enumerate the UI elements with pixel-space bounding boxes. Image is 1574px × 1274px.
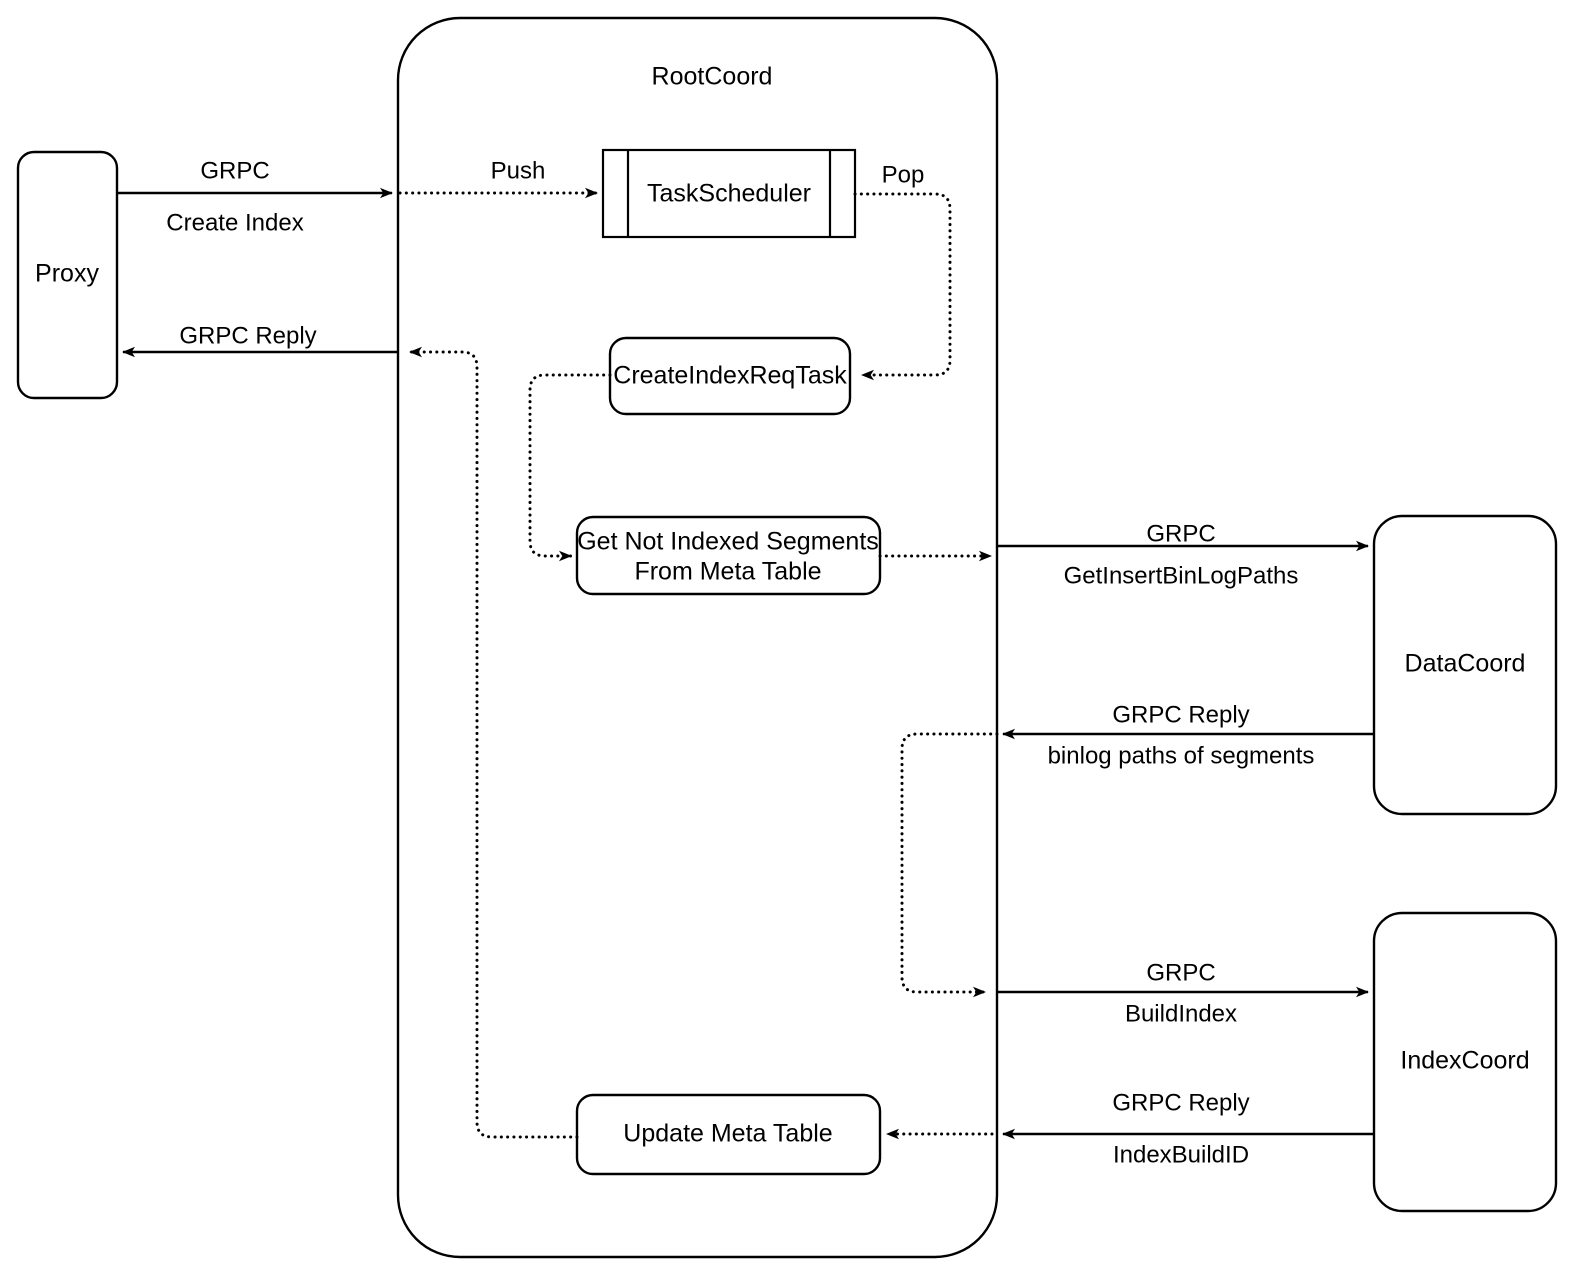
edge-getsegments-to-datacoord-label-bottom: GetInsertBinLogPaths — [1064, 562, 1299, 589]
edge-datacoord-to-rootcoord-label-bottom: binlog paths of segments — [1048, 742, 1315, 769]
edge-rootcoord-to-indexcoord-label-top: GRPC — [1146, 959, 1215, 986]
node-get-not-indexed-segments[interactable]: Get Not Indexed Segments From Meta Table — [575, 515, 882, 596]
rootcoord-title: RootCoord — [652, 63, 773, 91]
create-index-req-task-label: CreateIndexReqTask — [613, 362, 847, 390]
edge-push-label: Push — [491, 157, 546, 184]
datacoord-box[interactable] — [1372, 514, 1558, 816]
node-indexcoord[interactable]: IndexCoord — [1372, 911, 1558, 1213]
update-meta-table-label: Update Meta Table — [623, 1120, 832, 1148]
edge-proxy-to-rootcoord-label-top: GRPC — [200, 157, 269, 184]
node-proxy[interactable]: Proxy — [16, 150, 119, 400]
rootcoord-boundary — [396, 16, 999, 1259]
edge-rootcoord-to-indexcoord: GRPC BuildIndex — [997, 959, 1369, 1027]
edge-indexcoord-to-updatemeta-label-top: GRPC Reply — [1112, 1089, 1249, 1116]
edge-pop-label: Pop — [882, 161, 925, 188]
proxy-label: Proxy — [35, 260, 99, 288]
edge-proxy-to-rootcoord-label-bottom: Create Index — [166, 209, 303, 236]
container-rootcoord: RootCoord — [396, 16, 999, 1259]
edge-task-to-getsegments-line — [528, 373, 612, 562]
task-scheduler-label: TaskScheduler — [647, 180, 811, 208]
indexcoord-label: IndexCoord — [1400, 1047, 1529, 1075]
node-task-scheduler[interactable]: TaskScheduler — [601, 148, 857, 239]
indexcoord-box[interactable] — [1372, 911, 1558, 1213]
edge-updatemeta-to-reply — [408, 346, 579, 1139]
node-datacoord[interactable]: DataCoord — [1372, 514, 1558, 816]
get-not-indexed-segments-label-line1: Get Not Indexed Segments — [577, 528, 879, 556]
edge-datacoord-to-rootcoord: GRPC Reply binlog paths of segments — [1002, 701, 1374, 769]
node-create-index-req-task[interactable]: CreateIndexReqTask — [608, 336, 852, 416]
edge-rootcoord-to-proxy: GRPC Reply — [122, 322, 398, 358]
edge-task-to-getsegments — [528, 373, 612, 562]
edge-proxy-to-rootcoord: GRPC Create Index — [117, 157, 393, 236]
edge-indexcoord-to-updatemeta-label-bottom: IndexBuildID — [1113, 1141, 1249, 1168]
node-update-meta-table[interactable]: Update Meta Table — [575, 1093, 882, 1176]
edge-updatemeta-to-reply-line — [408, 346, 579, 1139]
proxy-box[interactable] — [16, 150, 119, 400]
edge-rootcoord-to-proxy-label: GRPC Reply — [179, 322, 316, 349]
update-meta-table-box[interactable] — [575, 1093, 882, 1176]
edge-indexcoord-to-updatemeta: GRPC Reply IndexBuildID — [885, 1089, 1374, 1168]
edge-pop-to-task: Pop — [853, 161, 952, 381]
edge-getsegments-to-datacoord: GRPC GetInsertBinLogPaths — [878, 520, 1369, 589]
get-not-indexed-segments-label-line2: From Meta Table — [634, 558, 821, 586]
edge-rootcoord-to-indexcoord-label-bottom: BuildIndex — [1125, 1000, 1237, 1027]
edge-getsegments-to-datacoord-label-top: GRPC — [1146, 520, 1215, 547]
edge-push-to-scheduler: Push — [398, 157, 599, 199]
edge-datacoord-to-rootcoord-label-top: GRPC Reply — [1112, 701, 1249, 728]
datacoord-label: DataCoord — [1405, 650, 1526, 678]
